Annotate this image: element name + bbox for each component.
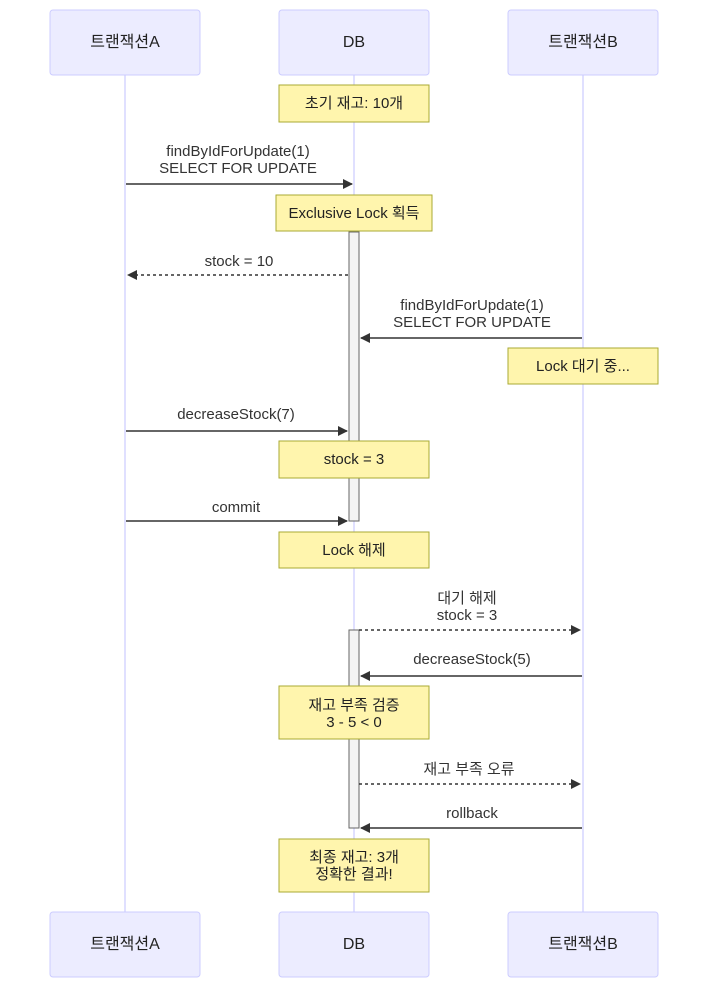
message-b-select-for-update: findByIdForUpdate(1) SELECT FOR UPDATE bbox=[360, 297, 582, 343]
note-lock-release: Lock 해제 bbox=[278, 531, 430, 569]
note-initial-stock: 초기 재고: 10개 bbox=[278, 84, 430, 123]
message-label: 대기 해제 bbox=[437, 590, 496, 607]
message-label: decreaseStock(5) bbox=[413, 651, 531, 668]
actor-transaction-b-bottom: 트랜잭션B bbox=[507, 911, 659, 978]
note-text: Exclusive Lock 획득 bbox=[289, 205, 420, 222]
note-text: 초기 재고: 10개 bbox=[305, 95, 403, 112]
note-text: 재고 부족 검증 bbox=[308, 697, 399, 714]
message-label: stock = 3 bbox=[437, 607, 497, 624]
message-b-decrease-stock: decreaseStock(5) bbox=[360, 651, 582, 681]
actor-db-bottom: DB bbox=[278, 911, 430, 978]
message-db-error: 재고 부족 오류 bbox=[359, 761, 581, 789]
message-a-decrease-stock: decreaseStock(7) bbox=[126, 406, 348, 436]
note-stock-check: 재고 부족 검증 3 - 5 < 0 bbox=[278, 685, 430, 740]
note-final-result: 최종 재고: 3개 정확한 결과! bbox=[278, 838, 430, 893]
db-activation-a bbox=[348, 231, 360, 522]
message-label: findByIdForUpdate(1) bbox=[166, 143, 309, 160]
note-stock-after-a: stock = 3 bbox=[278, 440, 430, 479]
actor-label: DB bbox=[343, 34, 365, 51]
note-lock-acquire: Exclusive Lock 획득 bbox=[275, 194, 433, 232]
note-text: 최종 재고: 3개 bbox=[309, 849, 399, 866]
note-text: stock = 3 bbox=[324, 451, 384, 468]
message-label: rollback bbox=[446, 805, 498, 822]
actor-label: DB bbox=[343, 936, 365, 953]
actor-transaction-a-bottom: 트랜잭션A bbox=[49, 911, 201, 978]
message-a-select-for-update: findByIdForUpdate(1) SELECT FOR UPDATE bbox=[126, 143, 353, 189]
note-text: Lock 대기 중... bbox=[536, 358, 630, 375]
message-db-release-wait: 대기 해제 stock = 3 bbox=[359, 590, 581, 635]
message-b-rollback: rollback bbox=[360, 805, 582, 833]
message-db-return-stock: stock = 10 bbox=[127, 253, 348, 280]
message-label: stock = 10 bbox=[205, 253, 274, 270]
actor-db-top: DB bbox=[278, 9, 430, 76]
message-label: findByIdForUpdate(1) bbox=[400, 297, 543, 314]
message-a-commit: commit bbox=[126, 499, 348, 526]
actor-label: 트랜잭션B bbox=[548, 33, 618, 51]
note-text: Lock 해제 bbox=[322, 542, 385, 559]
message-label: SELECT FOR UPDATE bbox=[159, 160, 317, 177]
actor-label: 트랜잭션A bbox=[90, 935, 160, 953]
actor-transaction-a-top: 트랜잭션A bbox=[49, 9, 201, 76]
note-text: 정확한 결과! bbox=[315, 866, 392, 883]
actor-label: 트랜잭션B bbox=[548, 935, 618, 953]
message-label: 재고 부족 오류 bbox=[423, 761, 514, 778]
actor-transaction-b-top: 트랜잭션B bbox=[507, 9, 659, 76]
note-text: 3 - 5 < 0 bbox=[326, 714, 381, 731]
actor-label: 트랜잭션A bbox=[90, 33, 160, 51]
message-label: decreaseStock(7) bbox=[177, 406, 295, 423]
message-label: commit bbox=[212, 499, 261, 516]
note-lock-wait: Lock 대기 중... bbox=[507, 347, 659, 385]
message-label: SELECT FOR UPDATE bbox=[393, 314, 551, 331]
